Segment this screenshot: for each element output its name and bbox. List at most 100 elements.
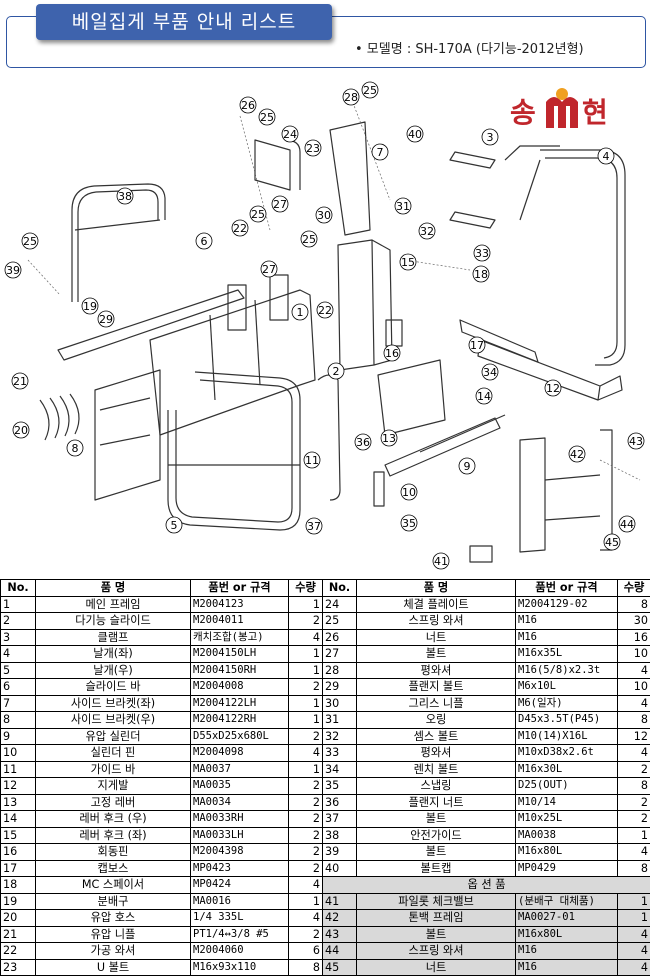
model-name: • 모델명 : SH-170A (다기능-2012년형) bbox=[355, 38, 584, 57]
part-name: 스프링 와셔 bbox=[357, 943, 516, 960]
part-no: 1 bbox=[1, 596, 36, 613]
col-header-no: No. bbox=[323, 580, 357, 597]
part-spec: M2004129-02 bbox=[516, 596, 618, 613]
part-qty: 8 bbox=[289, 959, 323, 976]
svg-text:22: 22 bbox=[233, 222, 247, 235]
part-qty: 2 bbox=[618, 761, 650, 778]
svg-text:41: 41 bbox=[434, 555, 448, 568]
part-qty: 12 bbox=[618, 728, 650, 745]
part-no: 34 bbox=[323, 761, 357, 778]
part-qty: 4 bbox=[289, 629, 323, 646]
part-spec: M2004150RH bbox=[191, 662, 289, 679]
part-name: 실린더 핀 bbox=[36, 745, 191, 762]
svg-text:3: 3 bbox=[487, 131, 494, 144]
part-qty: 8 bbox=[618, 712, 650, 729]
part-spec: MP0423 bbox=[191, 860, 289, 877]
svg-text:2: 2 bbox=[333, 365, 340, 378]
part-spec: M16 bbox=[516, 629, 618, 646]
part-name: 스프링 와셔 bbox=[357, 613, 516, 630]
col-header-name: 품 명 bbox=[36, 580, 191, 597]
part-no: 15 bbox=[1, 827, 36, 844]
option-section-header: 옵 션 품 bbox=[323, 877, 650, 894]
part-qty: 6 bbox=[289, 943, 323, 960]
part-name: 너트 bbox=[357, 959, 516, 976]
part-spec: 캐치조합(봉고) bbox=[191, 629, 289, 646]
svg-text:38: 38 bbox=[118, 190, 132, 203]
svg-text:23: 23 bbox=[306, 142, 320, 155]
part-name: 캡보스 bbox=[36, 860, 191, 877]
part-no: 11 bbox=[1, 761, 36, 778]
svg-text:27: 27 bbox=[273, 198, 287, 211]
col-header-name: 품 명 bbox=[357, 580, 516, 597]
part-qty: 1 bbox=[289, 596, 323, 613]
svg-text:31: 31 bbox=[396, 200, 410, 213]
part-qty: 2 bbox=[289, 613, 323, 630]
svg-text:43: 43 bbox=[629, 435, 643, 448]
part-name: MC 스페이서 bbox=[36, 877, 191, 894]
part-spec: MA0016 bbox=[191, 893, 289, 910]
svg-text:13: 13 bbox=[382, 432, 396, 445]
part-name: 다기능 슬라이드 bbox=[36, 613, 191, 630]
part-qty: 2 bbox=[289, 844, 323, 861]
part-spec: M10x25L bbox=[516, 811, 618, 828]
svg-text:25: 25 bbox=[363, 84, 377, 97]
part-name: 사이드 브라켓(좌) bbox=[36, 695, 191, 712]
part-qty: 4 bbox=[618, 662, 650, 679]
part-name: 볼트 bbox=[357, 811, 516, 828]
part-no: 3 bbox=[1, 629, 36, 646]
part-qty: 2 bbox=[618, 794, 650, 811]
part-qty: 8 bbox=[618, 860, 650, 877]
part-spec: (분배구 대체품) bbox=[516, 893, 618, 910]
svg-text:11: 11 bbox=[305, 454, 319, 467]
part-no: 27 bbox=[323, 646, 357, 663]
part-no: 35 bbox=[323, 778, 357, 795]
svg-text:10: 10 bbox=[402, 486, 416, 499]
col-header-spec: 품번 or 규격 bbox=[516, 580, 618, 597]
svg-text:36: 36 bbox=[356, 436, 370, 449]
part-qty: 4 bbox=[289, 877, 323, 894]
part-no: 7 bbox=[1, 695, 36, 712]
part-name: 평와셔 bbox=[357, 662, 516, 679]
svg-text:24: 24 bbox=[283, 128, 297, 141]
svg-text:32: 32 bbox=[420, 225, 434, 238]
part-spec: M16x80L bbox=[516, 844, 618, 861]
part-qty: 1 bbox=[289, 893, 323, 910]
part-name: 레버 후크 (좌) bbox=[36, 827, 191, 844]
part-spec: M2004060 bbox=[191, 943, 289, 960]
svg-text:34: 34 bbox=[483, 366, 497, 379]
part-spec: M2004150LH bbox=[191, 646, 289, 663]
part-qty: 2 bbox=[289, 778, 323, 795]
part-qty: 4 bbox=[618, 695, 650, 712]
part-no: 13 bbox=[1, 794, 36, 811]
part-spec: MP0424 bbox=[191, 877, 289, 894]
part-spec: D45x3.5T(P45) bbox=[516, 712, 618, 729]
part-name: 볼트 bbox=[357, 844, 516, 861]
svg-text:40: 40 bbox=[408, 128, 422, 141]
part-spec: M16 bbox=[516, 943, 618, 960]
part-name: 너트 bbox=[357, 629, 516, 646]
part-spec: MA0035 bbox=[191, 778, 289, 795]
svg-text:16: 16 bbox=[385, 347, 399, 360]
part-name: 체결 플레이트 bbox=[357, 596, 516, 613]
part-name: 볼트 bbox=[357, 646, 516, 663]
part-spec: MP0429 bbox=[516, 860, 618, 877]
part-qty: 2 bbox=[289, 926, 323, 943]
part-no: 28 bbox=[323, 662, 357, 679]
part-spec: M2004123 bbox=[191, 596, 289, 613]
part-qty: 1 bbox=[289, 761, 323, 778]
svg-text:5: 5 bbox=[171, 519, 178, 532]
part-no: 17 bbox=[1, 860, 36, 877]
